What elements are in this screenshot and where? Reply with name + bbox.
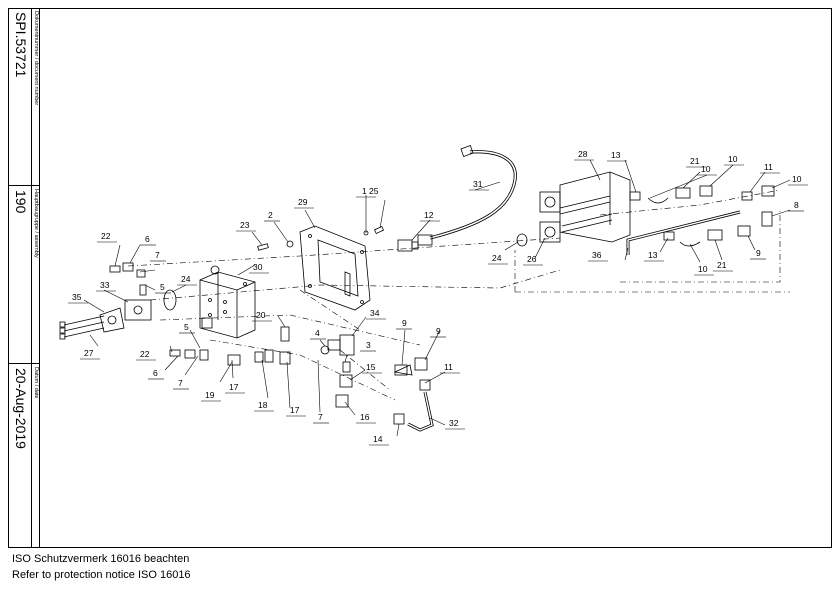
callout-1: 1 [362,186,367,196]
callout-22a: 22 [101,231,111,241]
callout-24b: 24 [492,253,502,263]
callout-15: 15 [366,362,376,372]
callout-10a: 10 [701,164,711,174]
strip-divider-outer [39,8,40,548]
callout-13a: 13 [611,150,621,160]
callout-10d: 10 [698,264,708,274]
callout-24a: 24 [181,274,191,284]
callout-16: 16 [360,412,370,422]
callout-13b: 13 [648,250,658,260]
callout-17b: 17 [290,405,300,415]
callout-5a: 5 [160,282,165,292]
callout-14: 14 [373,434,383,444]
callout-32: 32 [449,418,459,428]
callout-36: 36 [592,250,602,260]
callout-33: 33 [100,280,110,290]
callout-7c: 7 [318,412,323,422]
callout-21a: 21 [690,156,700,166]
doc-number-cell [8,8,40,186]
callout-20: 20 [256,310,266,320]
callout-26: 26 [527,254,537,264]
callout-28: 28 [578,149,588,159]
callout-6a: 6 [145,234,150,244]
callout-17a: 17 [229,382,239,392]
callout-11b: 11 [444,362,453,372]
callout-25: 25 [369,186,379,196]
callout-7a: 7 [155,250,160,260]
callout-6b: 6 [153,368,158,378]
callout-18: 18 [258,400,268,410]
assembly-cell [8,186,40,364]
callout-11a: 11 [764,162,773,172]
callout-9b: 9 [436,326,441,336]
callout-7b: 7 [178,378,183,388]
callout-leaders [83,159,791,437]
callout-34: 34 [370,308,380,318]
title-strip [8,8,40,548]
callout-19: 19 [205,390,215,400]
strip-divider [31,8,32,548]
callout-9a: 9 [402,318,407,328]
callout-9c: 9 [756,248,761,258]
drawing-frame [8,8,832,548]
callout-29: 29 [298,197,308,207]
callout-27: 27 [84,348,94,358]
callout-31: 31 [473,179,483,189]
callout-3: 3 [366,340,371,350]
callout-30: 30 [253,262,263,272]
callout-underlines [68,159,808,446]
callout-12: 12 [424,210,434,220]
callout-23: 23 [240,220,250,230]
protection-notice-de: ISO Schutzvermerk 16016 beachten [12,553,190,565]
callout-21b: 21 [717,260,727,270]
assembly-lines [127,189,790,401]
callout-35: 35 [72,292,82,302]
callout-22b: 22 [140,349,150,359]
callout-5b: 5 [184,322,189,332]
callout-labels: 1 2 3 4 5 5 6 6 7 7 7 8 9 9 9 10 10 10 1… [72,149,802,444]
callout-10c: 10 [792,174,802,184]
callout-10b: 10 [728,154,738,164]
callout-2: 2 [268,210,273,220]
callout-8: 8 [794,200,799,210]
protection-notice-en: Refer to protection notice ISO 16016 [12,569,191,581]
callout-4: 4 [315,328,320,338]
